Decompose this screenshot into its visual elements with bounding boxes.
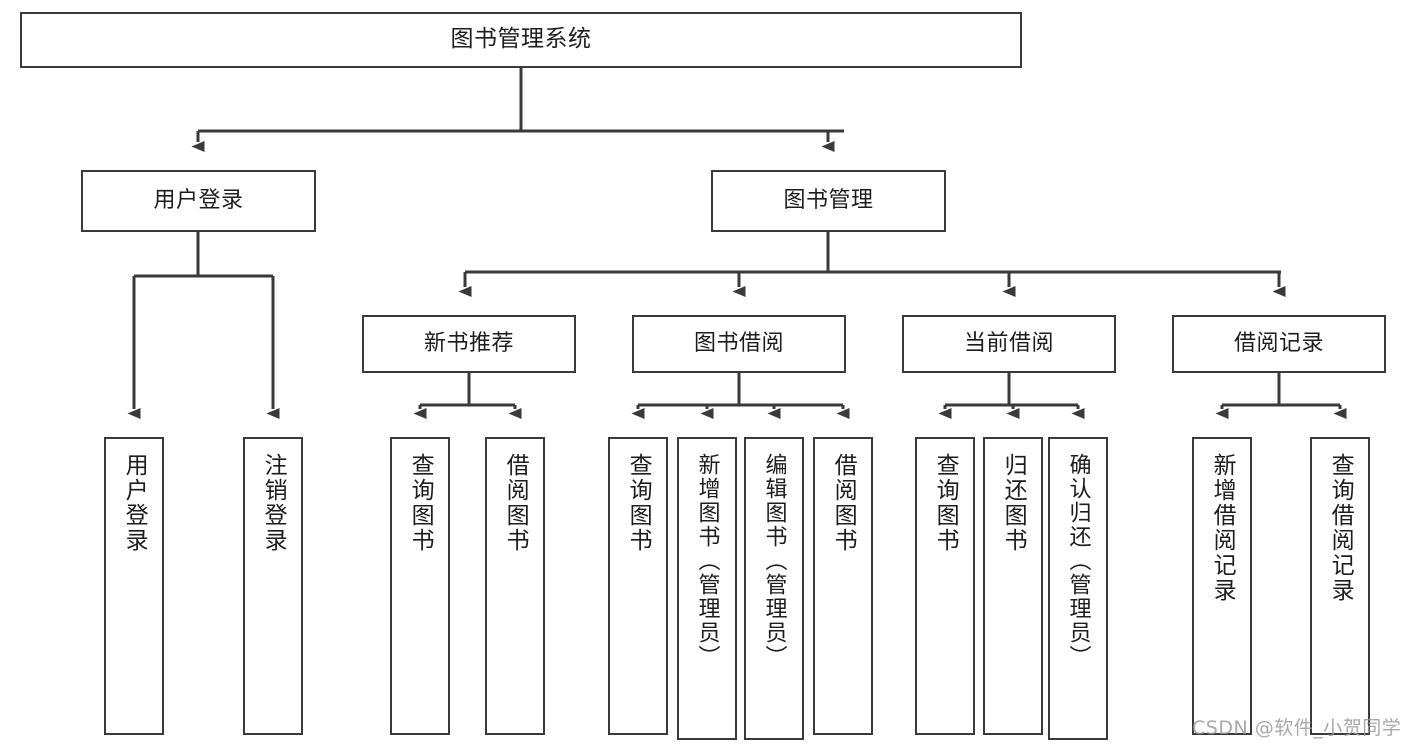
node-borrow-record-label: 借阅记录 <box>1233 330 1324 356</box>
node-leaf-add-borrow-record[interactable]: 新增借阅记录 <box>1192 437 1252 735</box>
node-leaf-borrow-book-recommend[interactable]: 借阅图书 <box>485 437 545 735</box>
node-leaf-user-login[interactable]: 用户登录 <box>104 437 164 735</box>
node-leaf-borrow-book-recommend-label: 借阅图书 <box>502 453 529 553</box>
node-leaf-query-book-borrow[interactable]: 查询图书 <box>608 437 668 735</box>
node-leaf-query-borrow-record-label: 查询借阅记录 <box>1327 453 1354 603</box>
node-new-book-recommend-label: 新书推荐 <box>423 330 514 356</box>
node-book-manage-label: 图书管理 <box>783 187 874 213</box>
node-leaf-query-book-recommend[interactable]: 查询图书 <box>390 437 450 735</box>
csdn-watermark: CSDN @软件_小贺同学 <box>1192 717 1402 739</box>
node-leaf-user-login-label: 用户登录 <box>121 453 148 553</box>
node-leaf-borrow-book-label: 借阅图书 <box>830 453 857 553</box>
node-root-label: 图书管理系统 <box>450 26 592 53</box>
node-leaf-confirm-return[interactable]: 确认归还（管理员） <box>1048 437 1108 740</box>
node-book-borrow[interactable]: 图书借阅 <box>632 315 846 373</box>
node-leaf-add-book[interactable]: 新增图书（管理员） <box>677 437 737 740</box>
node-current-borrow[interactable]: 当前借阅 <box>902 315 1116 373</box>
node-leaf-add-borrow-record-label: 新增借阅记录 <box>1209 453 1236 603</box>
node-leaf-logout[interactable]: 注销登录 <box>243 437 303 735</box>
node-user-login[interactable]: 用户登录 <box>81 170 316 232</box>
node-leaf-query-book-borrow-label: 查询图书 <box>625 453 652 553</box>
node-user-login-label: 用户登录 <box>153 187 244 213</box>
node-leaf-query-book-recommend-label: 查询图书 <box>407 453 434 553</box>
node-leaf-edit-book[interactable]: 编辑图书（管理员） <box>744 437 804 740</box>
node-new-book-recommend[interactable]: 新书推荐 <box>362 315 576 373</box>
node-leaf-query-borrow-record[interactable]: 查询借阅记录 <box>1310 437 1370 735</box>
node-leaf-logout-label: 注销登录 <box>260 453 287 553</box>
node-book-manage[interactable]: 图书管理 <box>711 170 946 232</box>
node-leaf-add-book-label: 新增图书（管理员） <box>694 453 720 669</box>
node-leaf-return-book[interactable]: 归还图书 <box>983 437 1043 735</box>
node-leaf-borrow-book[interactable]: 借阅图书 <box>813 437 873 735</box>
node-leaf-query-book-current[interactable]: 查询图书 <box>915 437 975 735</box>
node-leaf-edit-book-label: 编辑图书（管理员） <box>761 453 787 669</box>
node-borrow-record[interactable]: 借阅记录 <box>1172 315 1386 373</box>
node-leaf-confirm-return-label: 确认归还（管理员） <box>1065 453 1091 669</box>
node-leaf-query-book-current-label: 查询图书 <box>932 453 959 553</box>
node-leaf-return-book-label: 归还图书 <box>1000 453 1027 553</box>
node-current-borrow-label: 当前借阅 <box>963 330 1054 356</box>
node-root-system[interactable]: 图书管理系统 <box>20 12 1022 68</box>
node-book-borrow-label: 图书借阅 <box>693 330 784 356</box>
